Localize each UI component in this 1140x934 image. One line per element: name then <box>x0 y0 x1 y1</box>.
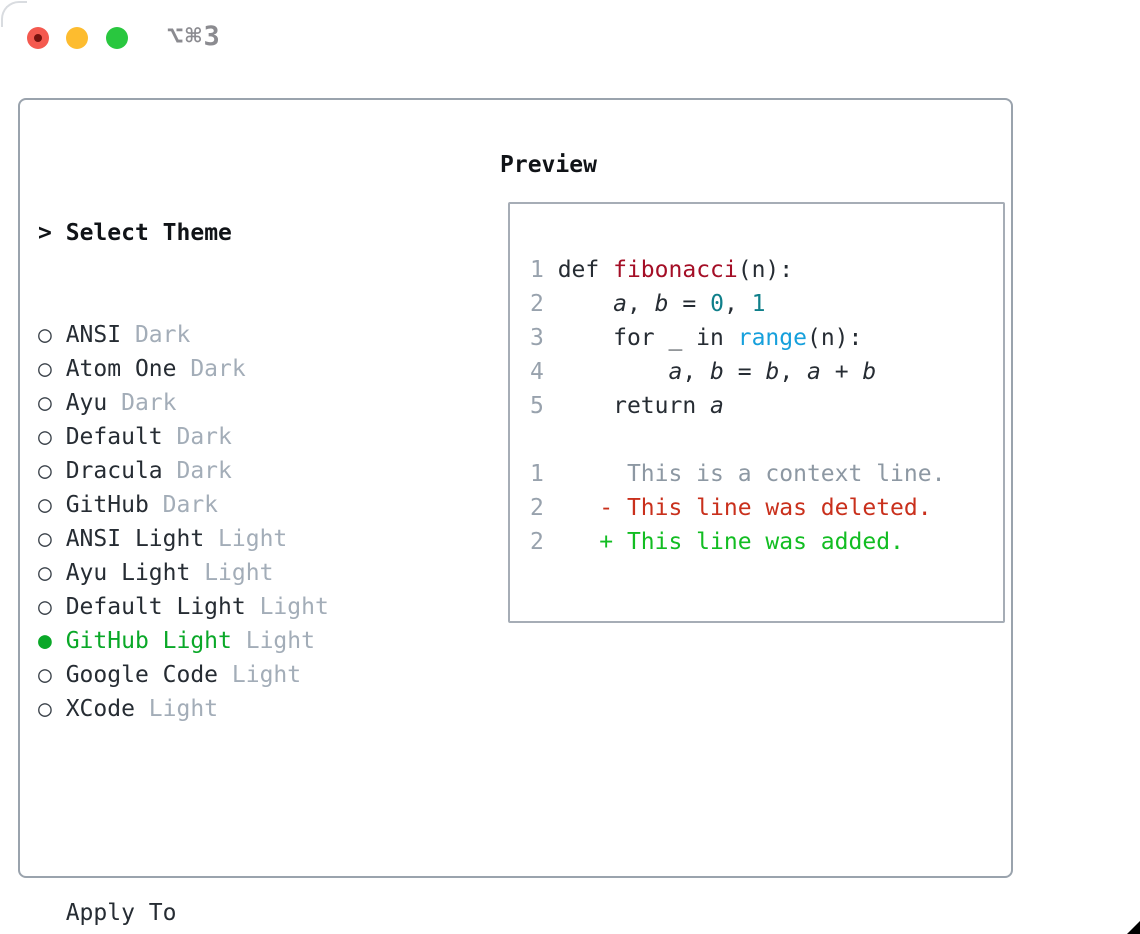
window-title-shortcut: ⌥⌘3 <box>167 21 222 52</box>
apply-to-label: Apply To <box>65 900 177 926</box>
theme-option[interactable]: ○ Ayu Light Light <box>38 560 274 586</box>
select-theme-header-label: > Select Theme <box>38 220 232 246</box>
zoom-button[interactable] <box>106 27 128 49</box>
theme-option[interactable]: ● GitHub Light Light <box>38 628 315 654</box>
theme-options-list: ○ ANSI Dark ○ Atom One Dark ○ Ayu Dark ○ De… <box>38 318 426 726</box>
preview-code-line: 3 for _ in range(n): <box>530 325 863 351</box>
preview-code-line: 2 a, b = 0, 1 <box>530 291 766 317</box>
theme-list-column: > Select Theme ○ ANSI Dark ○ Atom One Dar… <box>38 148 426 934</box>
theme-option[interactable]: ○ Default Light Light <box>38 594 329 620</box>
theme-option[interactable]: ○ GitHub Dark <box>38 492 219 518</box>
screen-corner-artifact <box>1127 921 1140 934</box>
theme-option[interactable]: ○ Atom One Dark <box>38 356 246 382</box>
theme-option[interactable]: ○ Ayu Dark <box>38 390 177 416</box>
theme-preview-pane: 1 def fibonacci(n): 2 a, b = 0, 1 3 for _ … <box>508 202 1005 623</box>
theme-option[interactable]: ○ Default Dark <box>38 424 232 450</box>
preview-header: Preview <box>500 148 597 182</box>
preview-diff-line: 2 - This line was deleted. <box>530 495 932 521</box>
select-theme-header: > Select Theme <box>38 216 426 250</box>
theme-option[interactable]: ○ ANSI Dark <box>38 322 191 348</box>
preview-blank-line <box>530 423 1003 457</box>
theme-option[interactable]: ○ ANSI Light Light <box>38 526 288 552</box>
theme-option[interactable]: ○ Dracula Dark <box>38 458 232 484</box>
preview-blank-line <box>530 219 1003 253</box>
preview-code-line: 5 return a <box>530 393 724 419</box>
close-button[interactable] <box>27 27 49 49</box>
preview-diff-line: 2 + This line was added. <box>530 529 904 555</box>
minimize-button[interactable] <box>66 27 88 49</box>
theme-option[interactable]: ○ Google Code Light <box>38 662 302 688</box>
preview-code-line: 4 a, b = b, a + b <box>530 359 877 385</box>
window-corner-edge <box>1 1 27 27</box>
apply-to-header: Apply To <box>38 896 426 930</box>
preview-diff-line: 1 This is a context line. <box>530 461 946 487</box>
spacer-row <box>38 794 426 828</box>
theme-option[interactable]: ○ XCode Light <box>38 696 219 722</box>
theme-picker-panel: > Select Theme ○ ANSI Dark ○ Atom One Dar… <box>18 98 1013 926</box>
preview-header-label: Preview <box>500 152 597 178</box>
preview-code-line: 1 def fibonacci(n): <box>530 257 794 283</box>
